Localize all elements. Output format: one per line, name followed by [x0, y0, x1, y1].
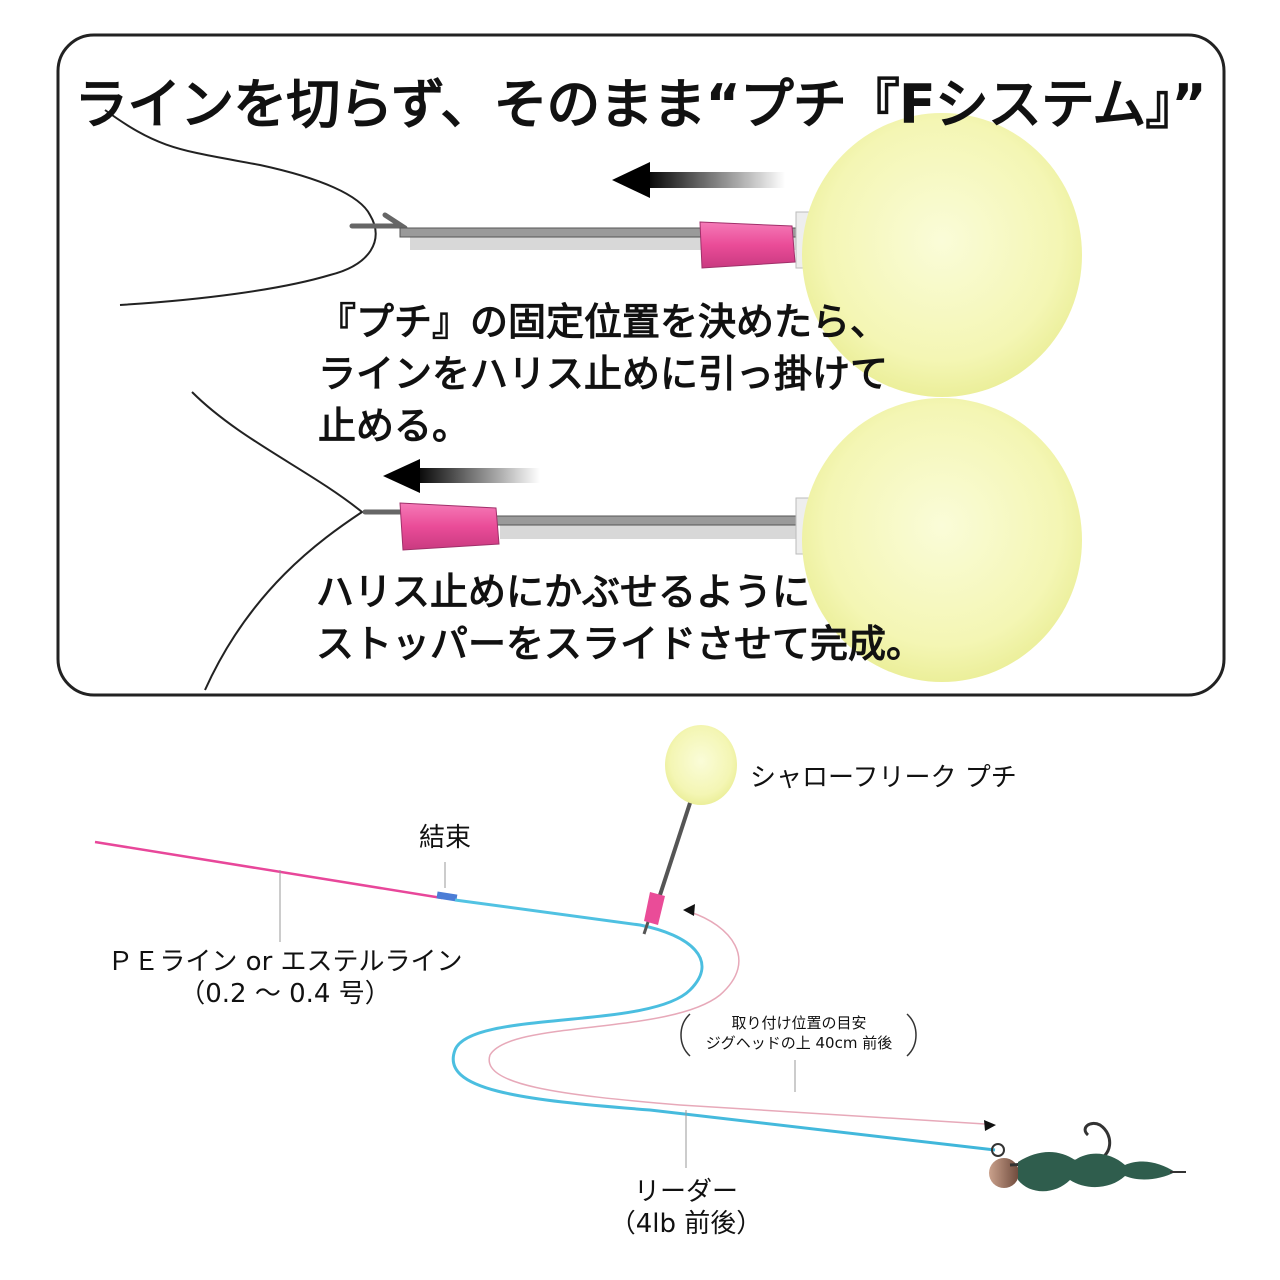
step2-stem [494, 515, 806, 526]
main-line-label-line1: ＰＥライン or エステルライン [107, 947, 463, 977]
rig-knot [436, 891, 458, 902]
rig-distance-arrow-bottom [984, 1120, 996, 1131]
rig-snap [642, 921, 650, 935]
jig-ball [989, 1158, 1019, 1188]
note-right-paren [906, 1013, 917, 1057]
step2-illustration [191, 391, 1082, 691]
step1-snap [349, 212, 408, 231]
step2-stopper [399, 502, 500, 551]
step1-fishing-line [104, 109, 377, 306]
position-note-line2: ジグヘッドの上 40cm 前後 [705, 1034, 893, 1052]
step2-float [802, 398, 1082, 682]
step1-float [802, 113, 1082, 397]
rig-illustration [94, 725, 1186, 1192]
rig-float-stem [658, 802, 692, 896]
rig-float [665, 725, 737, 805]
leader-label-line2: （4lb 前後） [609, 1209, 763, 1239]
panel-title: ラインを切らず、そのまま“プチ『Fシステム』” [74, 73, 1206, 136]
step1-text: 『プチ』の固定位置を決めたら、 ラインをハリス止めに引っ掛けて 止める。 [318, 296, 888, 452]
rig-distance-curve [488, 911, 986, 1125]
rig-leader [451, 898, 996, 1152]
step2-arrow-head [383, 459, 420, 493]
leader-label: リーダー （4lb 前後） [600, 1176, 772, 1240]
main-line-label: ＰＥライン or エステルライン （0.2 ～ 0.4 号） [100, 946, 470, 1010]
step2-text: ハリス止めにかぶせるように ストッパーをスライドさせて完成。 [316, 566, 924, 670]
leader-label-line1: リーダー [633, 1177, 738, 1207]
position-note-line1: 取り付け位置の目安 [731, 1014, 867, 1032]
step2-line1: ハリス止めにかぶせるように [316, 570, 811, 614]
main-line-label-line2: （0.2 ～ 0.4 号） [179, 979, 391, 1009]
step1-line3: 止める。 [318, 404, 471, 448]
instruction-panel-border [56, 33, 1226, 697]
position-note: 取り付け位置の目安 ジグヘッドの上 40cm 前後 [690, 1013, 908, 1053]
step1-line2: ラインをハリス止めに引っ掛けて [318, 352, 889, 396]
step1-illustration [104, 109, 1082, 397]
rig-main-line [94, 840, 443, 900]
step1-stopper [699, 221, 796, 269]
jig-eye [991, 1143, 1005, 1157]
step2-arrow-tail [415, 468, 540, 483]
step2-fishing-line [191, 391, 364, 691]
note-left-paren [680, 1013, 691, 1057]
jig-worm [1018, 1152, 1175, 1192]
step1-arrow-head [612, 162, 650, 198]
rig-distance-arrow-top [683, 904, 695, 916]
float-label: シャローフリーク プチ [750, 763, 1017, 793]
jig-head [989, 1121, 1186, 1192]
step1-line1: 『プチ』の固定位置を決めたら、 [318, 300, 889, 344]
knot-label: 結束 [418, 823, 471, 853]
step2-line2: ストッパーをスライドさせて完成。 [316, 622, 925, 666]
step1-arrow-tail [645, 172, 785, 188]
step2-stem-shadow [500, 525, 805, 539]
rig-stopper [644, 892, 665, 925]
